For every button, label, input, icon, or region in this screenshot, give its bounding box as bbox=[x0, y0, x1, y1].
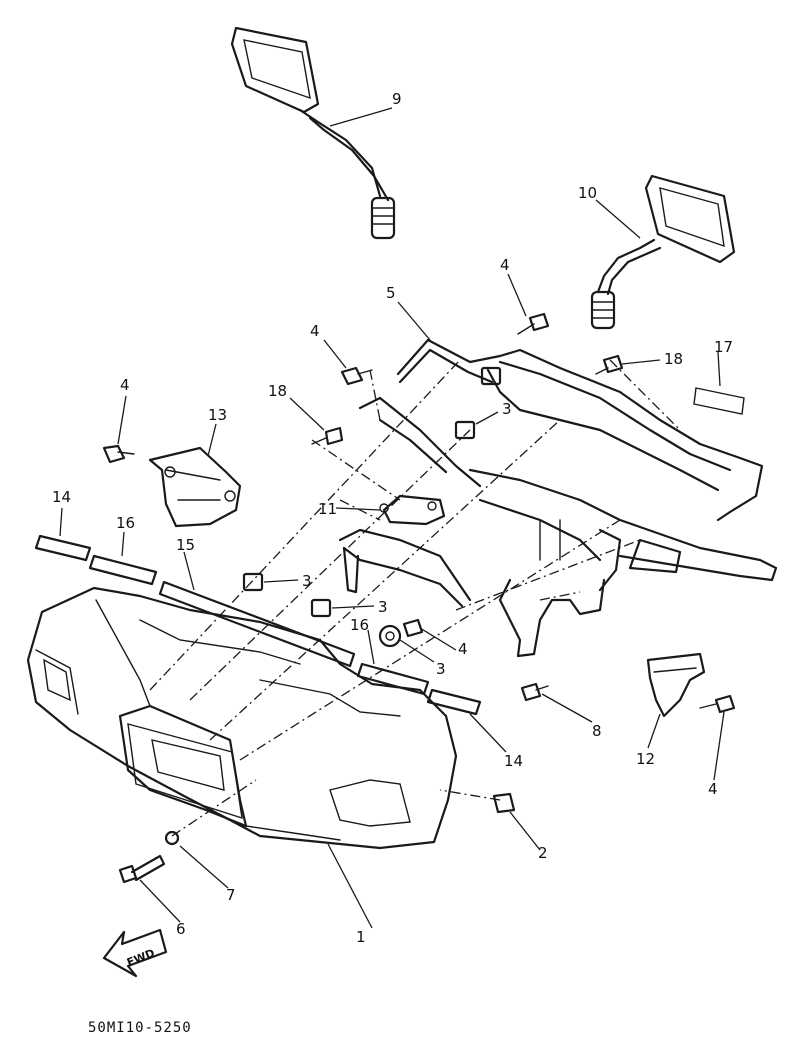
bracket-12-part bbox=[646, 652, 706, 718]
assembly-lines bbox=[149, 359, 681, 837]
callout-3-left: 3 bbox=[302, 572, 312, 590]
callout-numbers: 9 10 5 4 4 4 13 18 18 17 3 11 14 16 15 3… bbox=[52, 90, 733, 946]
leader-lines bbox=[59, 107, 725, 929]
callout-18-left: 18 bbox=[268, 382, 287, 400]
callout-16-left: 16 bbox=[116, 514, 135, 532]
callout-4-left: 4 bbox=[120, 376, 130, 394]
callout-14-left: 14 bbox=[52, 488, 71, 506]
callout-10: 10 bbox=[578, 184, 597, 202]
callout-16-right: 16 bbox=[350, 616, 369, 634]
fasteners-part bbox=[102, 312, 736, 884]
callout-3-lower: 3 bbox=[436, 660, 446, 678]
trim-strips-part bbox=[34, 534, 482, 716]
callout-4-top: 4 bbox=[500, 256, 510, 274]
callout-17: 17 bbox=[714, 338, 733, 356]
cowling-part bbox=[26, 586, 458, 850]
callout-18-right: 18 bbox=[664, 350, 683, 368]
callout-11: 11 bbox=[318, 500, 337, 518]
callout-6: 6 bbox=[176, 920, 186, 938]
callout-3-mid: 3 bbox=[378, 598, 388, 616]
callout-8: 8 bbox=[592, 722, 602, 740]
callout-2: 2 bbox=[538, 844, 548, 862]
callout-12: 12 bbox=[636, 750, 655, 768]
bracket-frame-part bbox=[358, 338, 778, 658]
bracket-13-part bbox=[148, 446, 242, 528]
decal-17-part bbox=[693, 387, 745, 415]
callout-5: 5 bbox=[386, 284, 396, 302]
callout-4-mid: 4 bbox=[458, 640, 468, 658]
callout-13: 13 bbox=[208, 406, 227, 424]
callout-4-right: 4 bbox=[708, 780, 718, 798]
callout-3-upper: 3 bbox=[502, 400, 512, 418]
callout-15: 15 bbox=[176, 536, 195, 554]
callout-1: 1 bbox=[356, 928, 366, 946]
callout-14-right: 14 bbox=[504, 752, 523, 770]
callout-4-upper-left: 4 bbox=[310, 322, 320, 340]
fwd-label: FWD bbox=[125, 946, 157, 969]
diagram-code: 50MI10-5250 bbox=[88, 1020, 192, 1036]
mirror-right-part bbox=[590, 174, 736, 330]
forward-arrow-icon: FWD bbox=[102, 928, 168, 978]
bracket-11-part bbox=[338, 494, 472, 608]
callout-7: 7 bbox=[226, 886, 236, 904]
mirror-left-part bbox=[230, 26, 396, 240]
callout-9: 9 bbox=[392, 90, 402, 108]
